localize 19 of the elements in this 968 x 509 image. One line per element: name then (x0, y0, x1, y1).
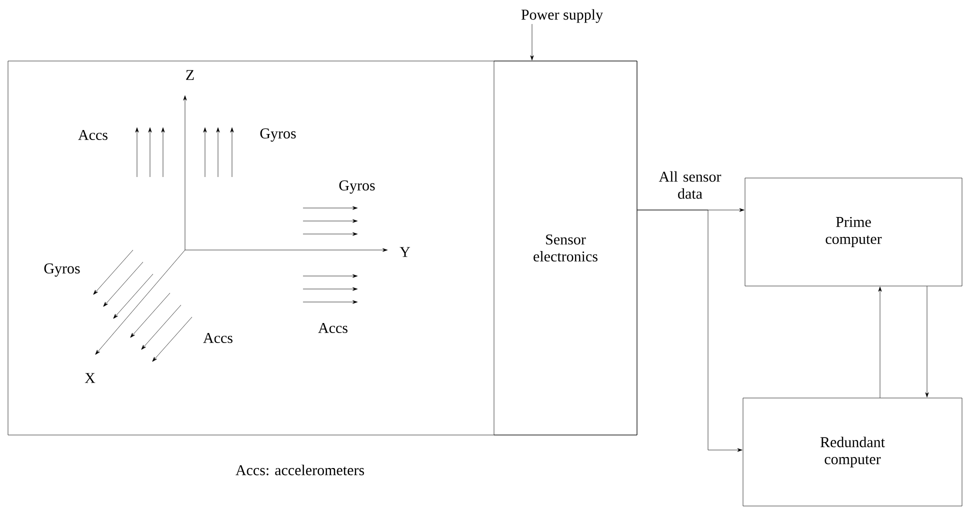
arrow (637, 210, 742, 452)
sensor-label: Accs (78, 130, 108, 140)
electronics-box: Sensor electronics (494, 60, 638, 436)
sensor-label: Gyros (44, 263, 80, 277)
axis-label: Y (400, 247, 410, 257)
axis-label: X (84, 373, 96, 383)
axis-label: Z (186, 70, 194, 80)
edge-label: All sensor data (658, 171, 722, 199)
power-supply-label: Power supply (521, 9, 603, 23)
computer-box: Redundant computer (742, 398, 962, 506)
arrow (878, 286, 882, 398)
arrow (925, 286, 929, 398)
sensor-label: Accs (318, 322, 348, 334)
computer-box: Prime computer (744, 178, 962, 286)
arrow (530, 24, 534, 60)
sensor-label: Gyros (339, 180, 375, 194)
note: Accs: accelerometers (236, 464, 364, 476)
sensor-label: Accs (203, 332, 232, 344)
sensor-label: Gyros (260, 128, 296, 142)
